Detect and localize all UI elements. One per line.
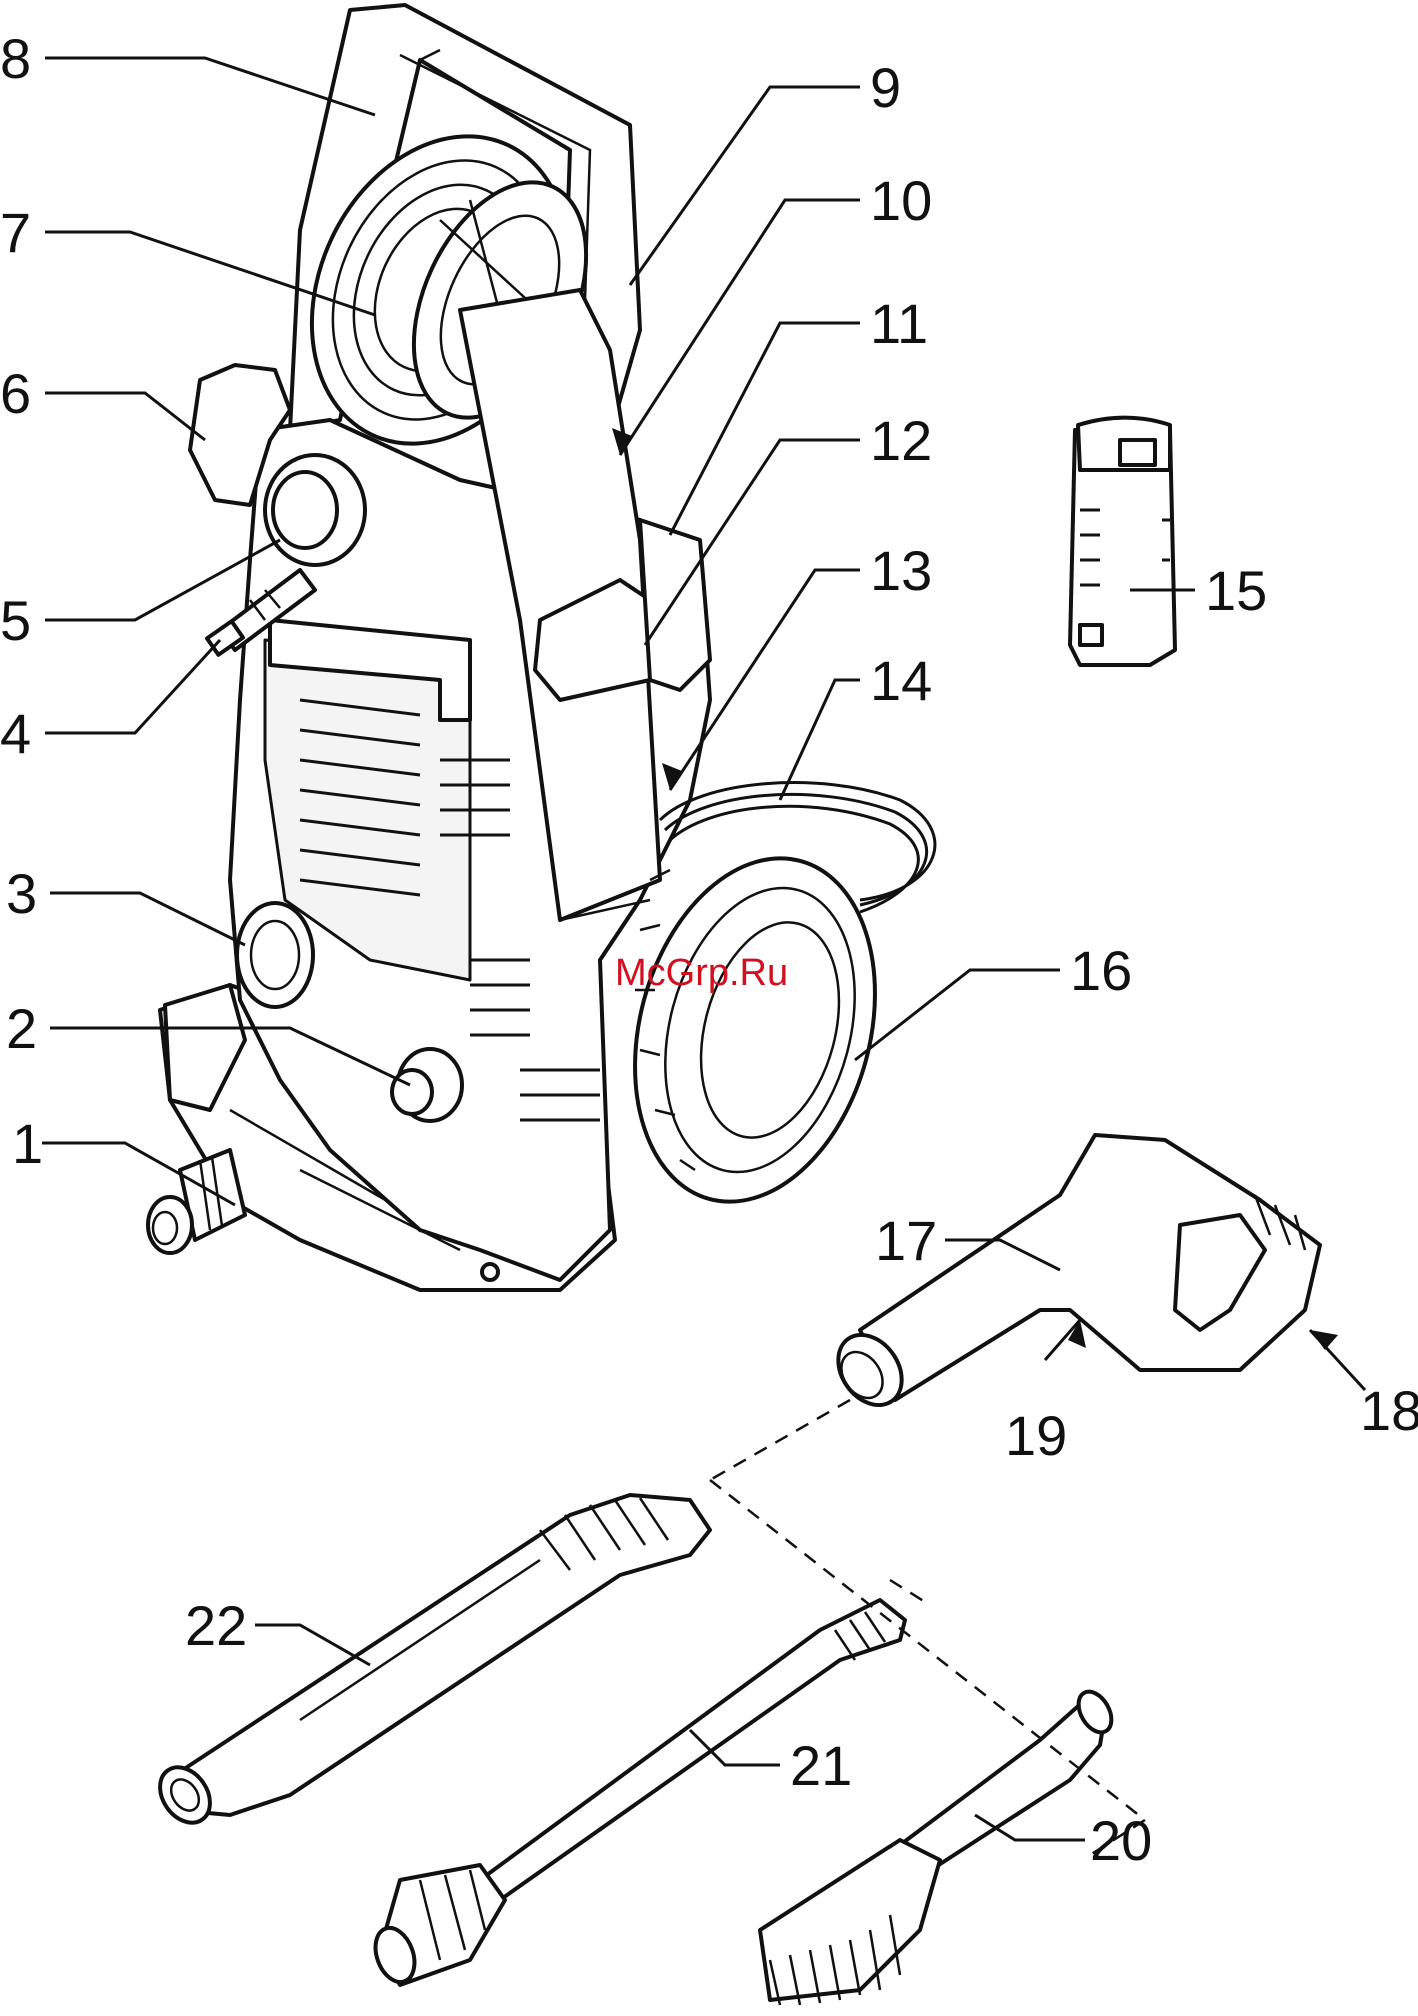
callout-1: 1 — [12, 1112, 43, 1175]
callout-14: 14 — [870, 649, 932, 712]
pressure-dial — [265, 455, 365, 565]
callout-12: 12 — [870, 409, 932, 472]
callout-2: 2 — [6, 997, 37, 1060]
callout-22: 22 — [185, 1594, 247, 1657]
callout-4: 4 — [0, 702, 31, 765]
callout-13: 13 — [870, 539, 932, 602]
callout-16: 16 — [1070, 939, 1132, 1002]
detergent-slot — [640, 520, 710, 690]
callout-18: 18 — [1360, 1379, 1418, 1442]
callout-17: 17 — [875, 1209, 937, 1272]
pressure-washer-unit — [160, 5, 710, 1290]
callout-6: 6 — [0, 362, 31, 425]
assembly-guide-lines — [710, 1400, 1145, 1855]
callout-8: 8 — [0, 27, 31, 90]
trigger-gun — [825, 1135, 1320, 1417]
callout-11: 11 — [870, 292, 928, 355]
callout-9: 9 — [870, 56, 901, 119]
watermark-text: McGrp.Ru — [615, 952, 788, 994]
detergent-bottle — [1070, 418, 1175, 666]
main-switch — [237, 903, 313, 1007]
callout-10: 10 — [870, 169, 932, 232]
callout-3: 3 — [6, 862, 37, 925]
callout-19: 19 — [1005, 1404, 1067, 1467]
callout-7: 7 — [0, 201, 31, 264]
callout-20: 20 — [1090, 1809, 1152, 1872]
callout-21: 21 — [790, 1734, 852, 1797]
callout-15: 15 — [1205, 559, 1267, 622]
arrow-18 — [1310, 1330, 1338, 1350]
callout-5: 5 — [0, 589, 31, 652]
base-screw — [482, 1264, 498, 1280]
